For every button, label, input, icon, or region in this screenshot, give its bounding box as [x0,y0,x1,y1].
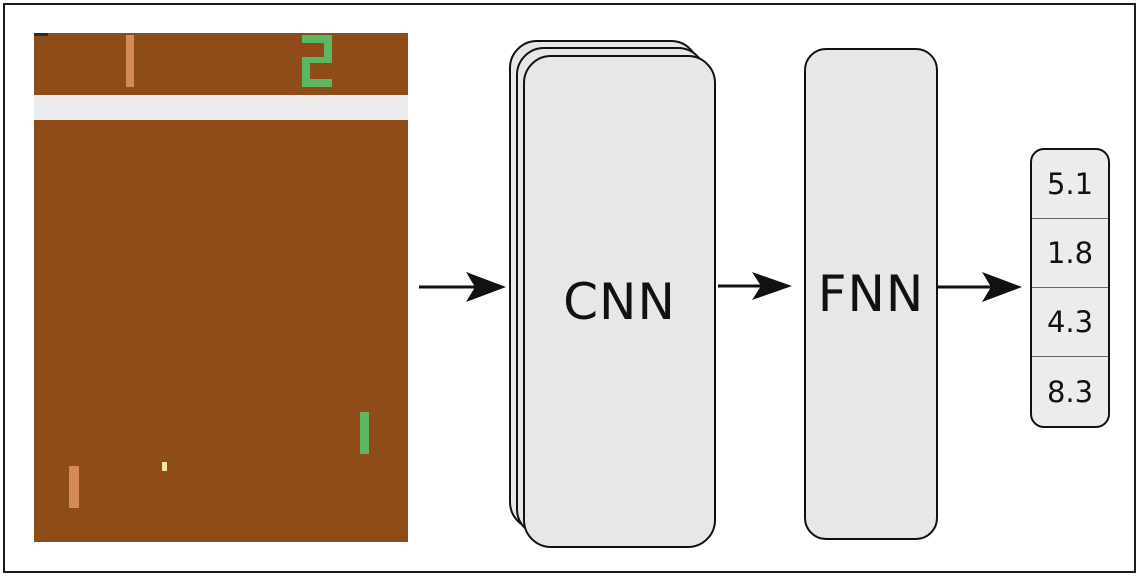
cnn-label: CNN [563,272,676,331]
output-value: 1.8 [1032,219,1108,288]
fnn-block: FNN [804,48,938,540]
left-paddle [69,466,79,508]
top-wall [34,95,408,120]
ball [162,462,167,471]
corner-mark [34,33,48,36]
pong-game-screen [34,33,408,542]
left-score-digit [126,35,134,87]
output-value: 4.3 [1032,288,1108,357]
cnn-block: CNN [523,55,716,548]
output-value: 8.3 [1046,374,1094,409]
output-value: 5.1 [1032,150,1108,219]
fnn-label: FNN [817,265,925,323]
right-score-digit [302,35,332,87]
output-vector: 5.1 1.8 4.3 8.3 [1030,148,1110,428]
right-paddle [360,412,369,454]
